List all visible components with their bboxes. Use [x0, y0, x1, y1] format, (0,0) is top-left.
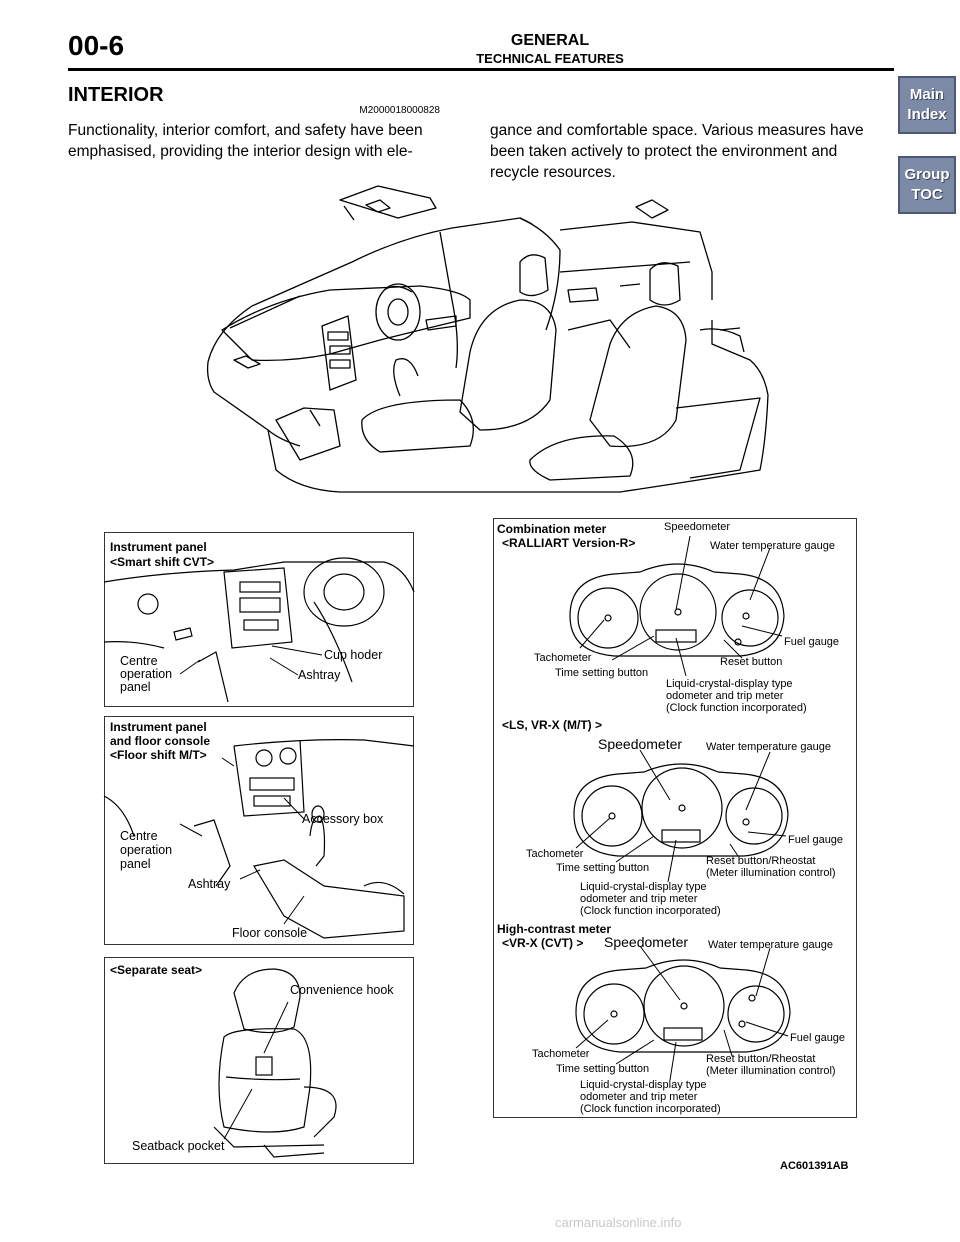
mt-centre-label-2: operation — [120, 843, 173, 857]
mt-floor-console-label: Floor console — [232, 926, 308, 940]
intro-paragraph-left: Functionality, interior comfort, and saf… — [68, 122, 423, 160]
header-rule — [68, 68, 894, 71]
ls-speedometer-label: Speedometer — [598, 736, 683, 752]
main-index-label-1: Main — [909, 86, 945, 103]
seatback-pocket-label: Seatback pocket — [132, 1139, 225, 1153]
vrx-variant-name: <VR-X (CVT) > — [502, 936, 584, 950]
ralliart-lcd-label-3: (Clock function incorporated) — [666, 702, 807, 714]
cvt-ashtray-label: Ashtray — [298, 668, 341, 682]
figure-separate-seat — [104, 957, 414, 1164]
vrx-reset-label-2: (Meter illumination control) — [706, 1065, 836, 1077]
reference-code: M2000018000828 — [359, 105, 440, 116]
ls-lcd-label-1: Liquid-crystal-display type — [580, 881, 707, 893]
mt-centre-label-1: Centre — [120, 829, 158, 843]
cvt-centre-label-1: Centre — [120, 654, 158, 668]
ralliart-fuel-label: Fuel gauge — [784, 636, 840, 648]
mt-ashtray-label: Ashtray — [188, 877, 231, 891]
vrx-time-setting-label: Time setting button — [556, 1063, 650, 1075]
cvt-centre-label-3: panel — [120, 680, 151, 694]
vrx-tachometer-label: Tachometer — [532, 1048, 590, 1060]
figure-id: AC601391AB — [780, 1160, 849, 1172]
ralliart-lcd-label-2: odometer and trip meter — [666, 690, 784, 702]
ralliart-reset-label: Reset button — [720, 656, 783, 668]
ralliart-tachometer-label: Tachometer — [534, 652, 592, 664]
mt-title-line2: and floor console — [110, 734, 211, 748]
ralliart-variant-name: <RALLIART Version-R> — [502, 536, 636, 550]
page-number: 00-6 — [68, 30, 125, 61]
section-title: INTERIOR — [68, 84, 164, 106]
mt-accessory-box-label: Accessory box — [302, 812, 384, 826]
vrx-heading: High-contrast meter — [497, 922, 612, 936]
instrument-panel-mt-illustration — [103, 739, 415, 939]
convenience-hook-label: Convenience hook — [290, 983, 394, 997]
ls-reset-label-2: (Meter illumination control) — [706, 867, 836, 879]
section-header-title: TECHNICAL FEATURES — [476, 51, 624, 66]
vrx-lcd-label-1: Liquid-crystal-display type — [580, 1079, 707, 1091]
ls-tachometer-label: Tachometer — [526, 848, 584, 860]
main-index-button[interactable]: Main Index — [898, 76, 956, 134]
combination-meter-title: Combination meter — [497, 522, 607, 536]
mt-title-line3: <Floor shift M/T> — [110, 748, 207, 762]
ls-lcd-label-2: odometer and trip meter — [580, 893, 698, 905]
intro-paragraph-right: gance and comfortable space. Various mea… — [490, 122, 864, 181]
vrx-speedometer-label: Speedometer — [604, 934, 689, 950]
group-toc-button[interactable]: Group TOC — [898, 156, 956, 214]
ls-fuel-label: Fuel gauge — [788, 834, 844, 846]
meter-vrx-illustration — [575, 959, 791, 1053]
ralliart-speedometer-label: Speedometer — [664, 521, 731, 533]
instrument-panel-cvt-illustration — [103, 557, 415, 703]
meter-ls-illustration — [573, 763, 789, 857]
group-toc-label-1: Group — [904, 166, 950, 183]
ls-lcd-label-3: (Clock function incorporated) — [580, 905, 721, 917]
seat-title: <Separate seat> — [110, 963, 203, 977]
cvt-centre-label-2: operation — [120, 667, 173, 681]
vrx-reset-label-1: Reset button/Rheostat — [706, 1053, 816, 1065]
ralliart-water-temp-label: Water temperature gauge — [710, 540, 835, 552]
ls-water-temp-label: Water temperature gauge — [706, 741, 831, 753]
figure-instrument-panel-mt — [104, 716, 414, 945]
vrx-fuel-label: Fuel gauge — [790, 1032, 846, 1044]
ls-variant-name: <LS, VR-X (M/T) > — [502, 718, 603, 732]
cvt-cup-holder-label: Cup hoder — [324, 648, 383, 662]
vrx-lcd-label-2: odometer and trip meter — [580, 1091, 698, 1103]
group-toc-label-2: TOC — [911, 186, 943, 203]
separate-seat-illustration — [213, 968, 337, 1158]
meter-ralliart-illustration — [569, 563, 785, 657]
cvt-title-line1: Instrument panel — [110, 540, 207, 554]
ls-reset-label-1: Reset button/Rheostat — [706, 855, 816, 867]
mt-centre-label-3: panel — [120, 857, 151, 871]
group-title: GENERAL — [510, 32, 590, 49]
footer-watermark[interactable]: carmanualsonline.info — [555, 1215, 682, 1230]
figure-combination-meter — [493, 518, 857, 1118]
vrx-water-temp-label: Water temperature gauge — [708, 939, 833, 951]
cvt-title-line2: <Smart shift CVT> — [110, 555, 215, 569]
main-index-label-2: Index — [907, 106, 947, 123]
ralliart-lcd-label-1: Liquid-crystal-display type — [666, 678, 793, 690]
ls-time-setting-label: Time setting button — [556, 862, 650, 874]
mt-title-line1: Instrument panel — [110, 720, 207, 734]
vrx-lcd-label-3: (Clock function incorporated) — [580, 1103, 721, 1115]
ralliart-time-setting-label: Time setting button — [555, 667, 649, 679]
